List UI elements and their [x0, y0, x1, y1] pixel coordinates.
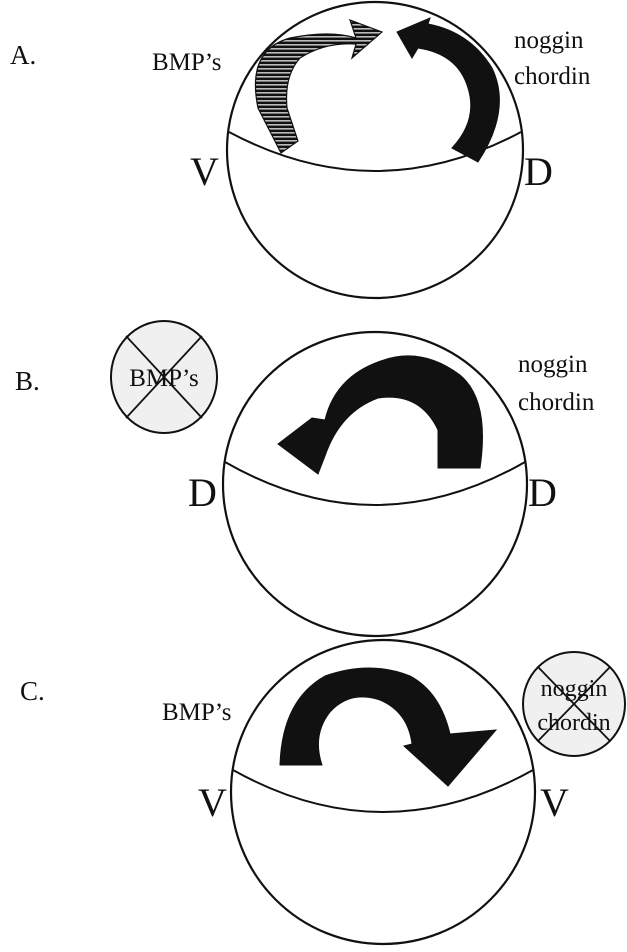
panel-c-left-pole: V: [198, 780, 227, 825]
panel-b-chordin-label: chordin: [518, 389, 595, 416]
panel-a-noggin-arrow: [396, 17, 500, 163]
panel-c-label: C.: [20, 676, 45, 706]
panel-a-right-pole: D: [524, 149, 553, 194]
panel-b-crossed-bmp: BMP’s: [110, 320, 218, 434]
panel-b-embryo-circle: [221, 330, 529, 638]
panel-b-cross-line-2: [125, 335, 203, 419]
panel-c-embryo-circle: [229, 638, 537, 946]
panel-a-chordin-label: chordin: [514, 63, 591, 90]
panel-b-crossed-bmp-label: BMP’s: [129, 365, 198, 392]
panel-c: C. V V BMP’s noggin chordin: [20, 638, 626, 946]
panel-b-noggin-label: noggin: [518, 351, 588, 378]
panel-c-crossed-noggin: noggin chordin: [522, 651, 626, 757]
panel-b: B. BMP’s D D noggin chordin: [15, 320, 595, 638]
panel-c-bmp-label: BMP’s: [162, 699, 231, 726]
panel-b-noggin-arrow: [277, 355, 483, 475]
panel-c-crossed-noggin-label: noggin: [541, 676, 608, 702]
panel-a-label: A.: [10, 40, 36, 70]
panel-c-cross-line-2: [537, 666, 611, 742]
panel-c-right-pole: V: [540, 780, 569, 825]
panel-b-label: B.: [15, 366, 40, 396]
panel-c-bmp-arrow: [279, 667, 498, 787]
panel-a-left-pole: V: [190, 149, 219, 194]
panel-b-right-pole: D: [528, 470, 557, 515]
panel-a-bmp-arrow: [254, 18, 384, 154]
panel-a-embryo-circle: [225, 0, 525, 300]
panel-a: A. V D BMP’s noggin chordin: [10, 0, 591, 300]
panel-b-equator-line: [224, 461, 526, 506]
panel-a-noggin-label: noggin: [514, 27, 584, 54]
panel-a-bmp-label: BMP’s: [152, 49, 221, 76]
panel-c-equator-line: [232, 769, 534, 813]
panel-b-left-pole: D: [188, 470, 217, 515]
panel-c-crossed-chordin-label: chordin: [537, 710, 610, 736]
